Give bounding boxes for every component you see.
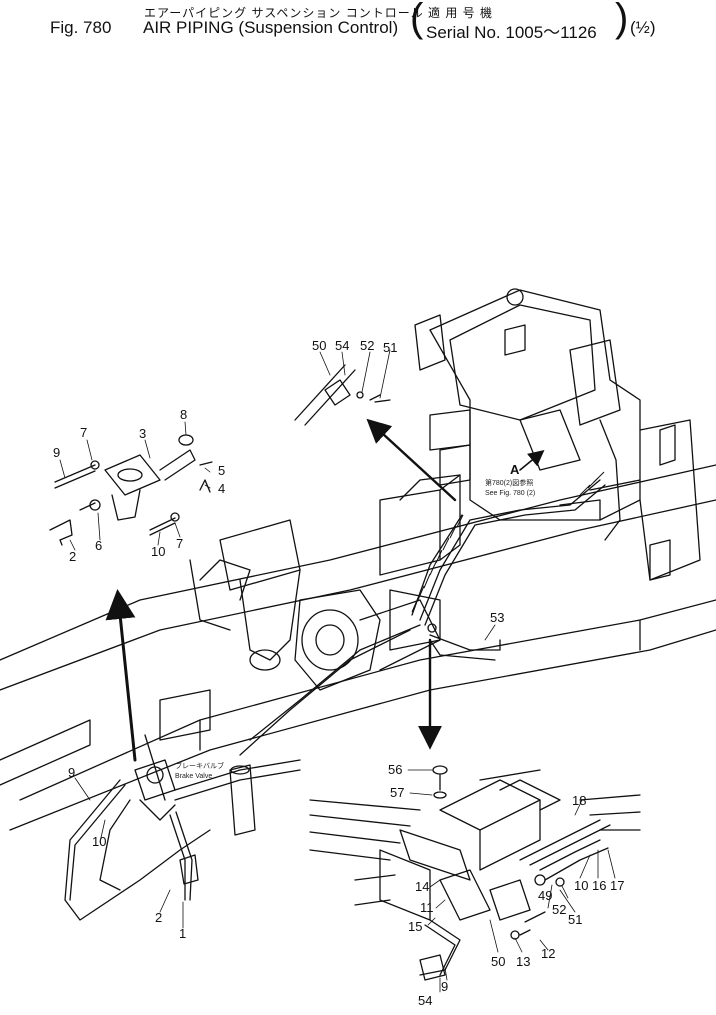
- part-number: 53: [490, 610, 504, 625]
- part-number: 3: [139, 426, 146, 441]
- engine-module: [414, 288, 701, 581]
- part-number: 5: [218, 463, 225, 478]
- part-number: 14: [415, 879, 429, 894]
- figure-header: エアーパイピング サスペンション コントロール Fig. 780 AIR PIP…: [0, 0, 716, 70]
- applicable-models-jp: 適 用 号 機: [428, 6, 494, 20]
- left-paren: (: [410, 0, 424, 40]
- exploded-bracket-group: [49, 434, 213, 546]
- part-number: 9: [441, 979, 448, 994]
- part-number: 52: [360, 338, 374, 353]
- part-number: 54: [418, 993, 432, 1008]
- right-paren: ): [615, 0, 629, 40]
- part-number: 16: [592, 878, 606, 893]
- part-number: 15: [408, 919, 422, 934]
- part-number: 9: [53, 445, 60, 460]
- part-number: 4: [218, 481, 225, 496]
- serial-range: Serial No. 1005～1126: [426, 23, 597, 42]
- part-number: 51: [568, 912, 582, 927]
- part-number: 2: [155, 910, 162, 925]
- part-number: 1: [179, 926, 186, 941]
- part-number: 50: [312, 338, 326, 353]
- part-number: 17: [610, 878, 624, 893]
- exploded-valve-block-group: [309, 765, 641, 981]
- part-number: 2: [69, 549, 76, 564]
- part-number: 18: [572, 793, 586, 808]
- brake-valve-assembly: [64, 734, 301, 921]
- figure-number: Fig. 780: [50, 18, 112, 37]
- part-number: 51: [383, 340, 397, 355]
- view-a-label: A: [510, 462, 520, 477]
- part-number: 6: [95, 538, 102, 553]
- part-number: 11: [420, 900, 434, 915]
- brake-valve-label: Brake Valve: [175, 773, 212, 780]
- part-number-labels: 3 8 7 9 5 4 6 2 10 7 50 54 52 51 53 9 10…: [53, 338, 624, 1008]
- part-number: 13: [516, 954, 530, 969]
- part-number: 10: [574, 878, 588, 893]
- part-number: 9: [68, 765, 75, 780]
- part-number: 52: [552, 902, 566, 917]
- part-leader-lines: [59, 349, 616, 993]
- part-number: 7: [80, 425, 87, 440]
- part-number: 7: [176, 536, 183, 551]
- part-number: 56: [388, 762, 402, 777]
- brake-valve-jp-label: ブレーキバルブ: [175, 761, 224, 770]
- callouts: ブレーキバルブ Brake Valve 第780(2)図参照 See Fig. …: [175, 462, 535, 780]
- see-fig-jp-label: 第780(2)図参照: [485, 478, 533, 487]
- air-piping-main: [239, 479, 606, 756]
- part-number: 49: [538, 888, 552, 903]
- part-number: 12: [541, 946, 555, 961]
- part-number: 57: [390, 785, 404, 800]
- part-number: 8: [180, 407, 187, 422]
- part-number: 54: [335, 338, 349, 353]
- hose-hatching: [411, 471, 605, 613]
- figure-title: AIR PIPING (Suspension Control): [143, 18, 399, 37]
- leader-arrows: [105, 418, 545, 762]
- exploded-hose-clamp-group: [294, 364, 391, 426]
- see-fig-label: See Fig. 780 (2): [485, 490, 535, 497]
- part-number: 10: [92, 834, 106, 849]
- japanese-title: エアーパイピング サスペンション コントロール: [144, 6, 424, 20]
- axle-housing: [159, 474, 461, 741]
- part-number: 10: [151, 544, 165, 559]
- frame-rails: [0, 464, 716, 831]
- page-indicator: (½): [630, 18, 656, 37]
- part-number: 50: [491, 954, 505, 969]
